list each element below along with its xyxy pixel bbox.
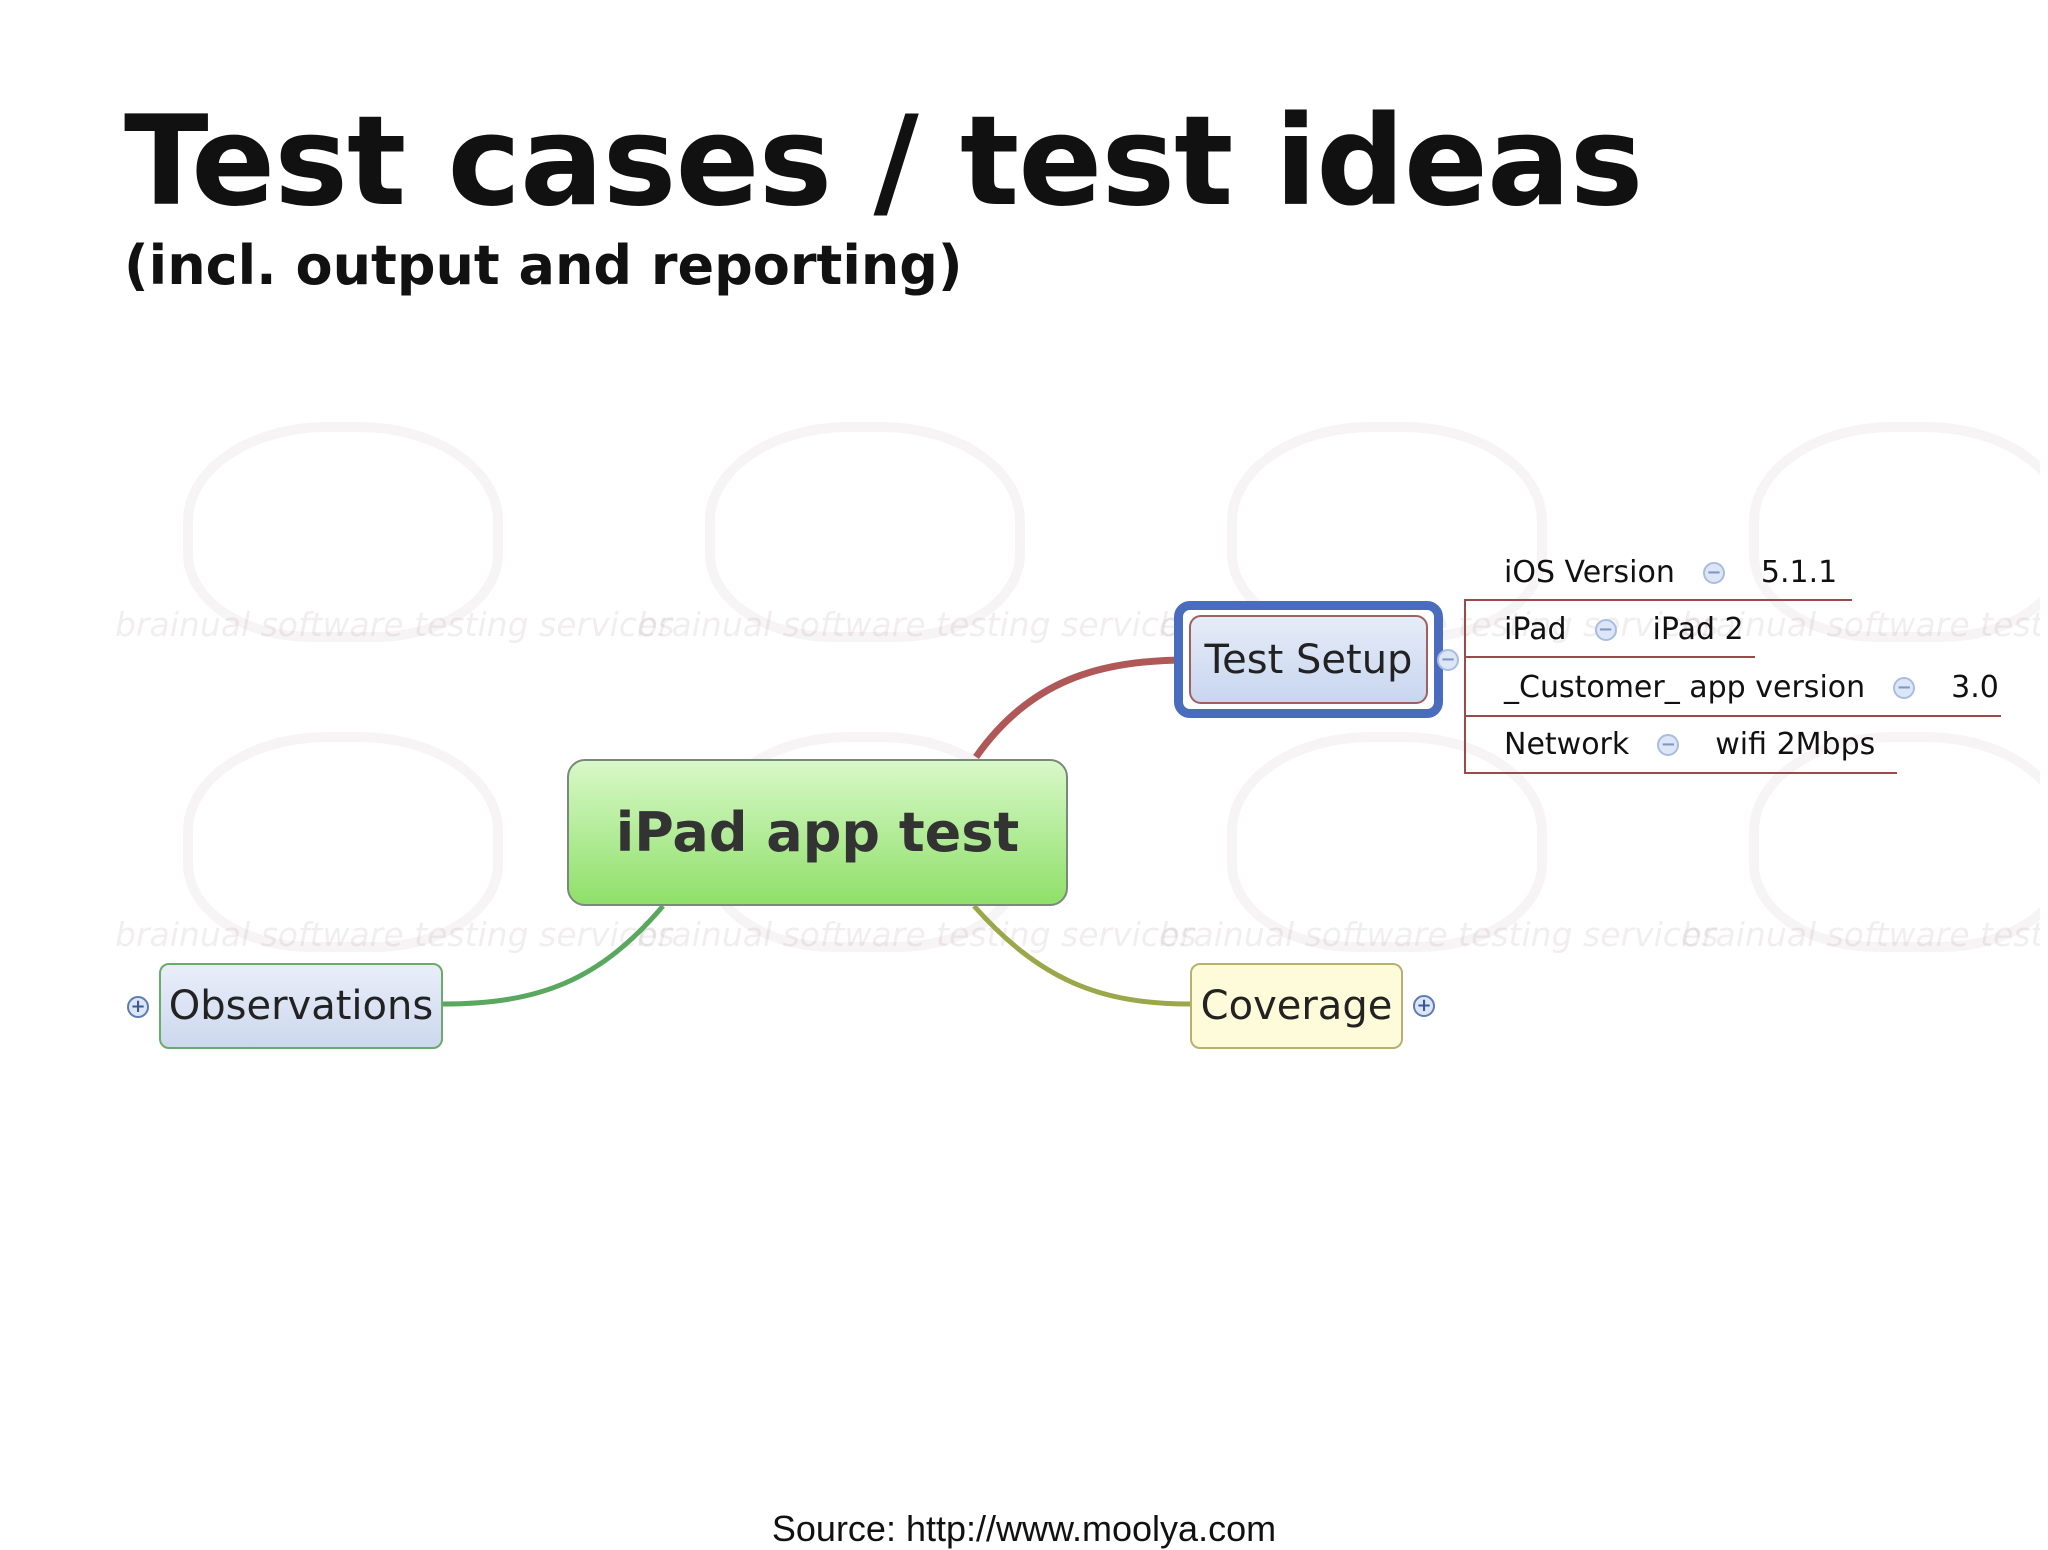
underline — [1464, 772, 1897, 774]
subtopic-value: iPad 2 — [1652, 612, 1744, 647]
expand-icon[interactable]: + — [1413, 995, 1435, 1017]
subtopic-label: _Customer_ app version — [1504, 670, 1866, 705]
watermark-tagline: brainual software testing services — [115, 915, 675, 954]
watermark-tagline: brainual software testing services — [1159, 915, 1719, 954]
subtopic-value: 5.1.1 — [1760, 555, 1838, 590]
source-caption: Source: http://www.moolya.com — [771, 1508, 1277, 1549]
children-bracket — [1464, 601, 1466, 773]
subtopic-app-version[interactable]: _Customer_ app version − 3.0 — [1504, 670, 1999, 705]
watermark-logo — [183, 732, 503, 952]
watermark-logo — [1749, 732, 2040, 952]
collapse-icon[interactable]: − — [1657, 733, 1680, 756]
central-topic[interactable]: iPad app test — [567, 759, 1068, 906]
subtopic-network[interactable]: Network − wifi 2Mbps — [1504, 727, 1875, 762]
topic-coverage[interactable]: Coverage — [1190, 963, 1403, 1049]
watermark-tagline: brainual software testing services — [1681, 915, 2040, 954]
collapse-icon[interactable]: − — [1594, 618, 1617, 641]
watermark-logo — [183, 422, 503, 642]
subtopic-ipad[interactable]: iPad − iPad 2 — [1504, 612, 1744, 647]
subtopic-value: 3.0 — [1951, 670, 1999, 705]
underline — [1464, 715, 2001, 717]
expand-icon[interactable]: + — [127, 996, 149, 1018]
subtopic-value: wifi 2Mbps — [1715, 727, 1876, 762]
slide-subtitle: (incl. output and reporting) — [124, 234, 963, 297]
subtopic-label: iOS Version — [1504, 555, 1675, 590]
subtopic-ios-version[interactable]: iOS Version − 5.1.1 — [1504, 555, 1837, 590]
underline — [1464, 656, 1755, 658]
underline — [1464, 599, 1852, 601]
slide-title: Test cases / test ideas — [124, 90, 1643, 234]
watermark-tagline: brainual software testing services — [637, 915, 1197, 954]
topic-observations[interactable]: Observations — [159, 963, 443, 1049]
link-coverage — [972, 904, 1191, 1007]
link-observations — [442, 904, 665, 1007]
subtopic-label: Network — [1504, 727, 1630, 762]
watermark-logo — [705, 422, 1025, 642]
watermark-tagline: brainual software testing services — [1681, 605, 2040, 644]
watermark-logo — [1749, 422, 2040, 642]
topic-test-setup[interactable]: Test Setup — [1189, 615, 1428, 704]
collapse-icon[interactable]: − — [1702, 561, 1725, 584]
link-test-setup — [973, 656, 1190, 760]
collapse-icon[interactable]: − — [1437, 649, 1459, 671]
collapse-icon[interactable]: − — [1893, 676, 1916, 699]
subtopic-label: iPad — [1504, 612, 1567, 647]
watermark-tagline: brainual software testing services — [637, 605, 1197, 644]
watermark-tagline: brainual software testing services — [115, 605, 675, 644]
watermark-logo — [1227, 732, 1547, 952]
